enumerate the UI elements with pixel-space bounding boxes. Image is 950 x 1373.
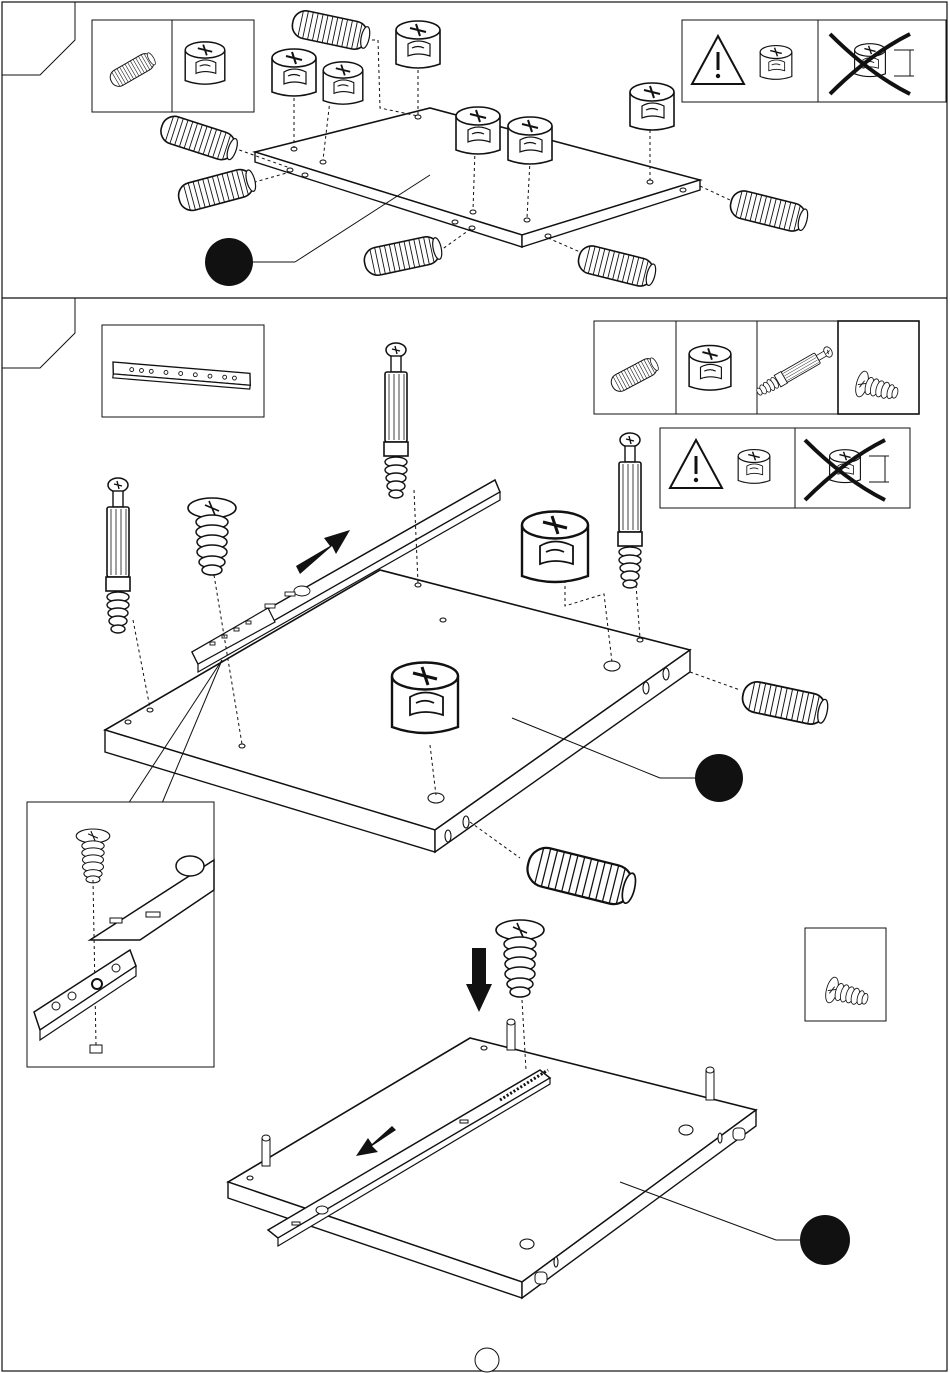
step-panel-bottom [2, 298, 919, 1298]
cam-bolt-icon [384, 343, 408, 498]
step-number-tab [2, 2, 75, 75]
cam-lock-icon [630, 83, 674, 130]
wooden-dowel-icon [740, 679, 830, 727]
warning-box [682, 20, 946, 102]
cam-lock-icon [689, 345, 731, 390]
bottom-board [228, 1019, 756, 1298]
screw-icon [188, 498, 236, 575]
wooden-dowel-icon [728, 188, 810, 234]
warning-box [660, 428, 910, 508]
cam-lock-icon [323, 62, 363, 104]
hardware-box [92, 20, 254, 112]
hardware-box [594, 321, 919, 414]
cam-lock-icon [392, 663, 458, 734]
screw-box [805, 928, 886, 1021]
page-number-badge [475, 1348, 499, 1372]
step-panel-top [2, 2, 946, 289]
step-number-tab [2, 298, 75, 368]
wooden-dowel-icon [158, 113, 241, 164]
direction-arrow-icon [466, 948, 492, 1012]
cam-lock-icon [396, 21, 440, 68]
wooden-dowel-icon [176, 166, 259, 213]
part-callout-badge [695, 754, 743, 802]
cam-lock-icon [185, 42, 225, 84]
cam-bolt-icon [618, 433, 642, 588]
cam-lock-icon [522, 512, 588, 583]
part-callout-badge [205, 238, 253, 286]
cam-lock-icon [456, 107, 500, 154]
part-callout-badge [800, 1215, 850, 1265]
rail-box [102, 325, 264, 417]
cam-lock-icon [738, 450, 770, 484]
wooden-dowel-icon [362, 234, 444, 278]
cam-lock-icon [760, 46, 792, 80]
cam-lock-icon [272, 49, 316, 96]
screw-icon [496, 920, 544, 997]
cam-lock-icon [508, 117, 552, 164]
wooden-dowel-icon [576, 243, 658, 289]
wooden-dowel-icon [524, 844, 639, 908]
wooden-dowel-icon [290, 8, 372, 52]
cam-bolt-icon [106, 478, 130, 633]
